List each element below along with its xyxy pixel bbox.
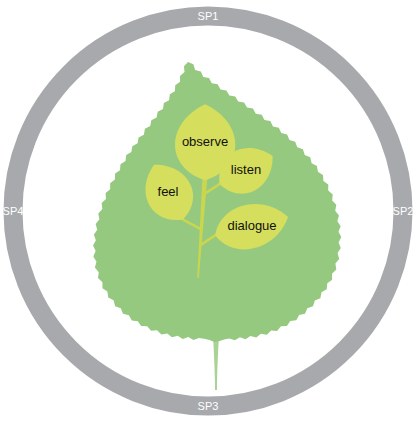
ring-label: SP3 — [198, 401, 219, 412]
ring-label: SP4 — [3, 206, 24, 217]
leaf-word: dialogue — [227, 219, 276, 233]
branch-stem — [183, 219, 202, 229]
leaf-outline — [210, 196, 294, 257]
ring-label: SP1 — [198, 11, 219, 22]
leaf-word: listen — [231, 163, 261, 177]
leaf-node: listen — [227, 160, 265, 180]
leaf-node: dialogue — [223, 216, 280, 236]
leaf-node: feel — [154, 182, 183, 202]
ring-band — [13, 16, 403, 406]
leaf-outline — [209, 136, 283, 203]
leaf-stalk — [213, 335, 219, 390]
leaf-node: observe — [178, 132, 232, 152]
ring-label: SP2 — [393, 206, 414, 217]
branch-stem — [204, 184, 220, 194]
leaf-word: feel — [158, 185, 179, 199]
big-leaf — [93, 62, 341, 342]
leaf-word: observe — [182, 135, 228, 149]
leaf-outline — [133, 154, 203, 230]
branch-stem — [200, 235, 215, 245]
